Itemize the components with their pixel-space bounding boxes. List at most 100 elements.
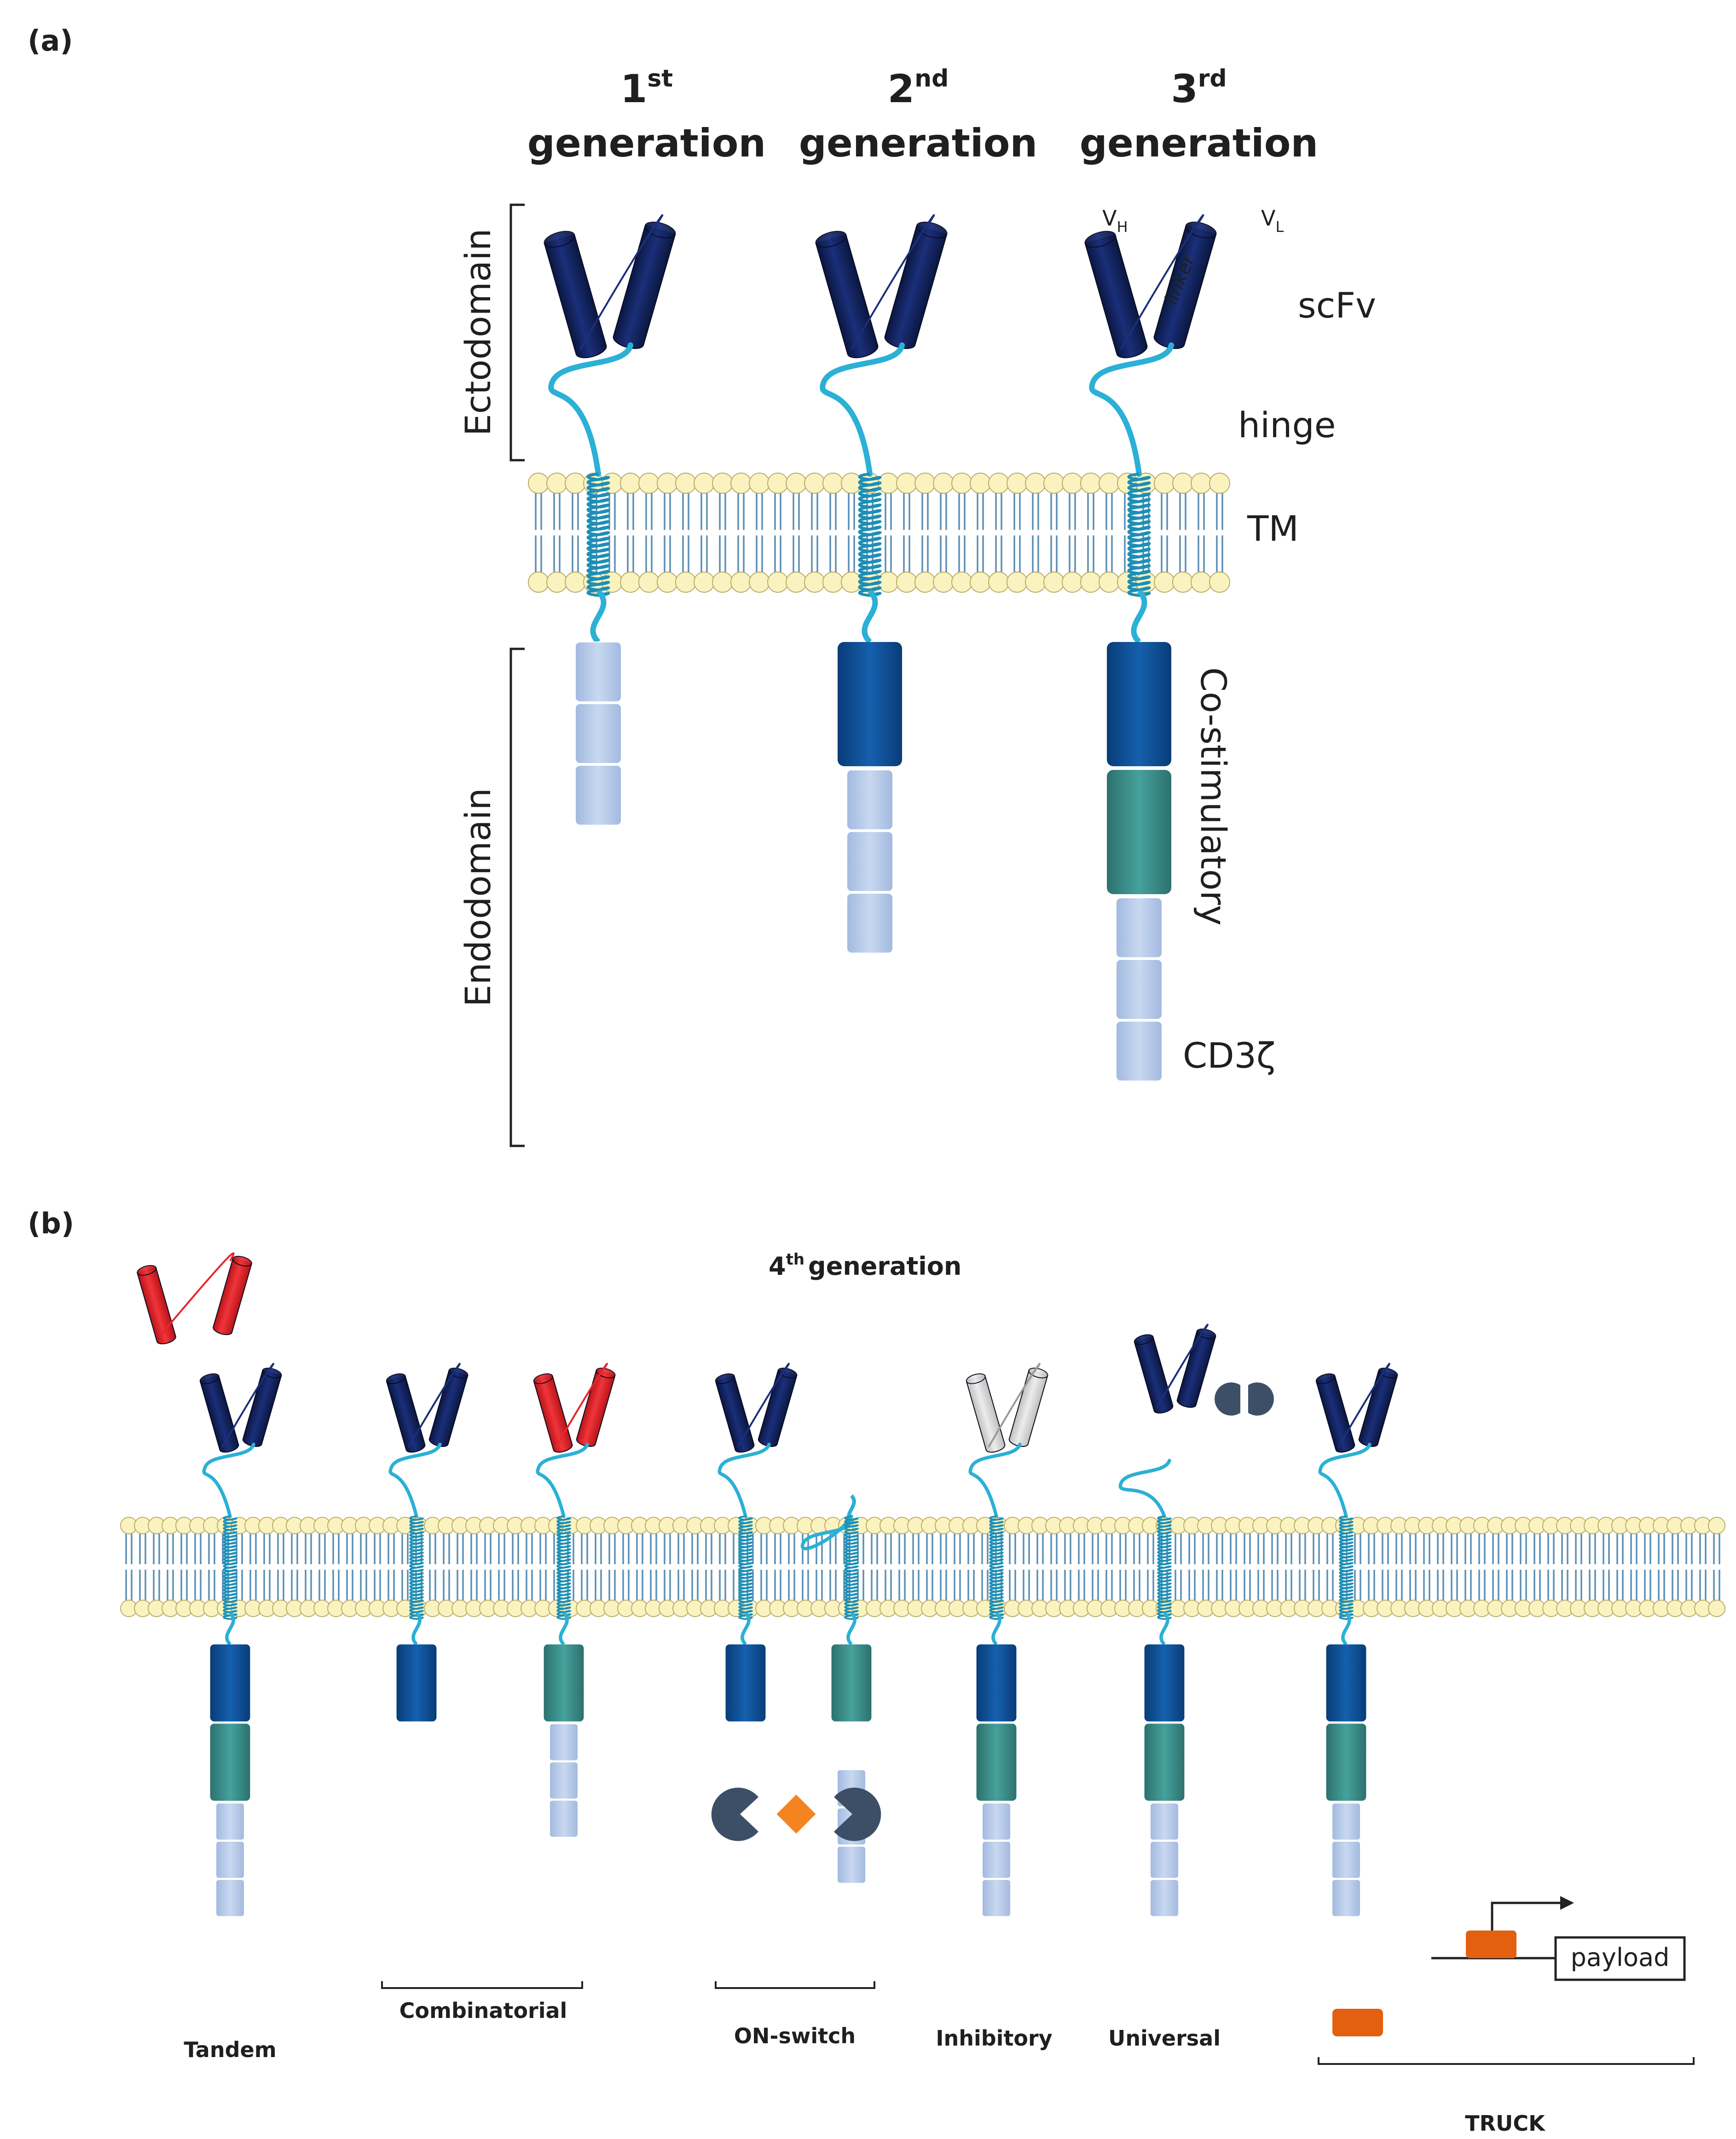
tandem-red-scfv-vl xyxy=(213,1255,252,1335)
panel-b-label: (b) xyxy=(28,1207,74,1240)
scfv-vl-domain-body xyxy=(1176,1330,1216,1408)
lipid-tail xyxy=(829,493,837,572)
scfv-vh-domain xyxy=(386,1373,426,1453)
gen1-sup: st xyxy=(647,65,673,92)
lipid-tail xyxy=(967,1534,975,1600)
hinge-label: hinge xyxy=(1238,405,1336,445)
intracellular-linker xyxy=(741,1612,751,1646)
lipid-head xyxy=(620,473,641,494)
lipid-tail xyxy=(885,1534,892,1600)
scfv-vh-domain-body xyxy=(966,1375,1006,1453)
cd3z-itam-segment xyxy=(982,1841,1011,1879)
lipid-head xyxy=(1043,572,1065,593)
lipid-head xyxy=(1080,572,1101,593)
lipid-tail xyxy=(1616,1534,1624,1600)
lipid-tail xyxy=(954,1534,961,1600)
lipid-tail xyxy=(1630,1534,1638,1600)
generation-title-1: 1st generation xyxy=(527,65,766,166)
lipid-tail xyxy=(1326,1534,1334,1600)
scfv-vh-domain-cap xyxy=(966,1373,986,1384)
tandem-red-scfv-vh-body xyxy=(137,1267,176,1345)
lipid-head xyxy=(546,572,567,593)
lipid-tail xyxy=(1161,493,1168,572)
lipid-tail xyxy=(981,1534,989,1600)
lipid-tail xyxy=(664,493,671,572)
hinge-region xyxy=(718,1442,771,1518)
lipid-head xyxy=(749,473,770,494)
lipid-head xyxy=(712,473,733,494)
scfv-vh-domain-cap xyxy=(533,1373,553,1384)
lipid-tail xyxy=(816,1534,823,1600)
costimulatory-domain xyxy=(1326,1644,1366,1722)
lipid-head xyxy=(1154,473,1175,494)
hinge-region xyxy=(202,1442,255,1518)
scfv-vh-domain-cap xyxy=(544,231,575,248)
lipid-tail xyxy=(443,1534,450,1600)
lipid-tail xyxy=(388,1534,395,1600)
costimulatory-domain-2 xyxy=(544,1644,584,1722)
lipid-tail xyxy=(898,1534,906,1600)
costimulatory-domain xyxy=(1144,1644,1185,1722)
lipid-tail xyxy=(1437,1534,1444,1600)
lipid-head xyxy=(822,572,844,593)
scfv-vl-domain xyxy=(428,1367,469,1447)
scfv-linker xyxy=(1156,1324,1209,1409)
scfv-vh-domain-body xyxy=(1315,1375,1355,1453)
promoter-box xyxy=(1466,1931,1516,1958)
gen1-word: generation xyxy=(527,121,766,166)
cd3z-label: CD3ζ xyxy=(1183,1035,1275,1076)
group-label-inhibitory: Inhibitory xyxy=(936,2026,1052,2051)
intracellular-linker xyxy=(846,1612,856,1646)
group-label-universal: Universal xyxy=(1108,2026,1221,2051)
scfv-vl-domain xyxy=(1008,1367,1048,1447)
scfv-linker xyxy=(1120,214,1204,351)
lipid-tail xyxy=(595,1534,602,1600)
lipid-head xyxy=(546,473,567,494)
scfv-vl-domain-cap xyxy=(262,1367,282,1379)
scfv-vh-domain-cap xyxy=(1084,231,1116,248)
lipid-tail xyxy=(512,1534,519,1600)
lipid-tails xyxy=(125,1534,1720,1600)
car-receptors-b xyxy=(137,1252,1398,1917)
lipid-tail xyxy=(167,1534,174,1600)
adaptor-half-left xyxy=(1215,1382,1240,1416)
scfv-vl-domain-cap xyxy=(1196,1328,1216,1340)
cd3z-itam-segment xyxy=(549,1799,579,1838)
cd3z-itam-segment xyxy=(1331,1802,1361,1841)
transmembrane-helix xyxy=(223,1515,237,1620)
lipid-head xyxy=(988,473,1009,494)
lipid-tail xyxy=(885,493,892,572)
cd3z-itam-segment xyxy=(575,642,622,702)
lipid-tail xyxy=(1561,1534,1568,1600)
lipid-head xyxy=(896,473,917,494)
lipid-tail xyxy=(1575,1534,1582,1600)
gen3-word: generation xyxy=(1080,121,1318,166)
scfv-vh-domain-cap xyxy=(199,1373,220,1384)
lipid-tail xyxy=(180,1534,188,1600)
scfv-linker xyxy=(851,214,935,351)
lipid-head xyxy=(767,473,788,494)
lipid-tail xyxy=(1119,1534,1127,1600)
transmembrane-helix xyxy=(989,1515,1004,1620)
cd3z-itam-segment xyxy=(837,1845,866,1884)
scfv-vh-domain-body xyxy=(1084,234,1148,358)
cd3z-itam-segment xyxy=(215,1879,245,1917)
lipid-tail xyxy=(871,1534,878,1600)
tm-label: TM xyxy=(1247,508,1299,549)
lipid-tail xyxy=(1013,493,1021,572)
lipid-tail xyxy=(1478,1534,1486,1600)
scfv-vh-domain xyxy=(1084,231,1148,358)
cd3z-itam-segment xyxy=(1331,1879,1361,1917)
lipid-tail xyxy=(682,493,689,572)
lipid-head xyxy=(657,572,678,593)
lipid-head xyxy=(1025,572,1046,593)
hinge-region xyxy=(800,1515,853,1550)
cd3z-itam-segment xyxy=(846,831,893,892)
lipid-tail xyxy=(1451,1534,1458,1600)
hinge-region xyxy=(548,342,633,477)
cd3z-itam-segment xyxy=(549,1761,579,1800)
lipid-tail xyxy=(1078,1534,1085,1600)
lipid-head xyxy=(1209,473,1230,494)
lipid-tail xyxy=(1313,1534,1320,1600)
